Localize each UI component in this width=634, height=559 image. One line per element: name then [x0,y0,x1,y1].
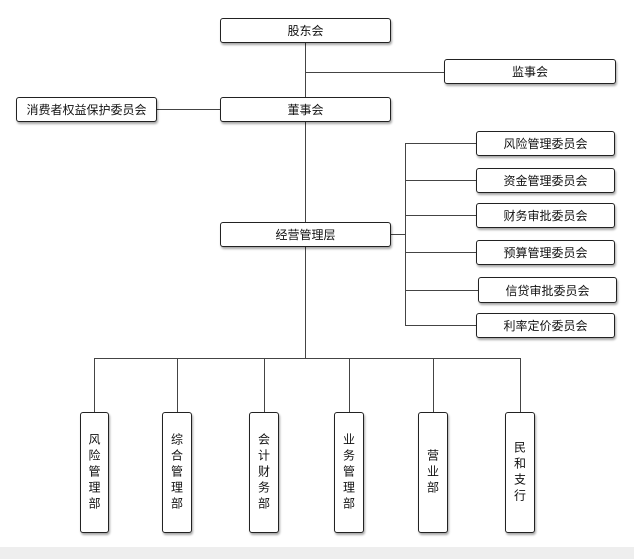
node-committee-finance-approval: 财务审批委员会 [476,203,615,228]
committee-branch-1 [405,143,476,144]
node-dept-accounting: 会计财务部 [249,412,279,533]
departments-bus [94,358,520,359]
department-drop-3 [264,358,265,412]
node-committee-budget: 预算管理委员会 [476,240,615,265]
footer-bar [0,547,634,559]
node-management: 经营管理层 [220,222,391,247]
connector-supervisors [305,72,444,73]
node-committee-funds: 资金管理委员会 [476,168,615,193]
connector-shareholders-board [305,43,306,97]
committee-branch-5 [405,290,478,291]
connector-board-management [305,121,306,222]
node-dept-minhe-branch: 民和支行 [505,412,535,533]
department-drop-6 [520,358,521,412]
node-dept-general: 综合管理部 [162,412,192,533]
node-consumer-committee: 消费者权益保护委员会 [16,97,157,122]
node-dept-sales: 营业部 [418,412,448,533]
committee-branch-2 [405,180,476,181]
committees-trunk [405,143,406,325]
connector-management-departments [305,246,306,358]
connector-management-committees [391,234,406,235]
node-board: 董事会 [220,97,391,122]
department-drop-2 [177,358,178,412]
node-supervisors: 监事会 [444,59,616,84]
committee-branch-3 [405,215,476,216]
node-dept-business: 业务管理部 [334,412,364,533]
committee-branch-4 [405,252,476,253]
department-drop-5 [433,358,434,412]
department-drop-1 [94,358,95,412]
node-committee-credit-approval: 信贷审批委员会 [478,277,617,303]
connector-consumer-committee [157,109,220,110]
node-committee-rate-pricing: 利率定价委员会 [476,313,615,338]
node-shareholders: 股东会 [220,18,391,43]
department-drop-4 [349,358,350,412]
node-committee-risk: 风险管理委员会 [476,131,615,156]
committee-branch-6 [405,325,476,326]
node-dept-risk: 风险管理部 [80,412,109,533]
